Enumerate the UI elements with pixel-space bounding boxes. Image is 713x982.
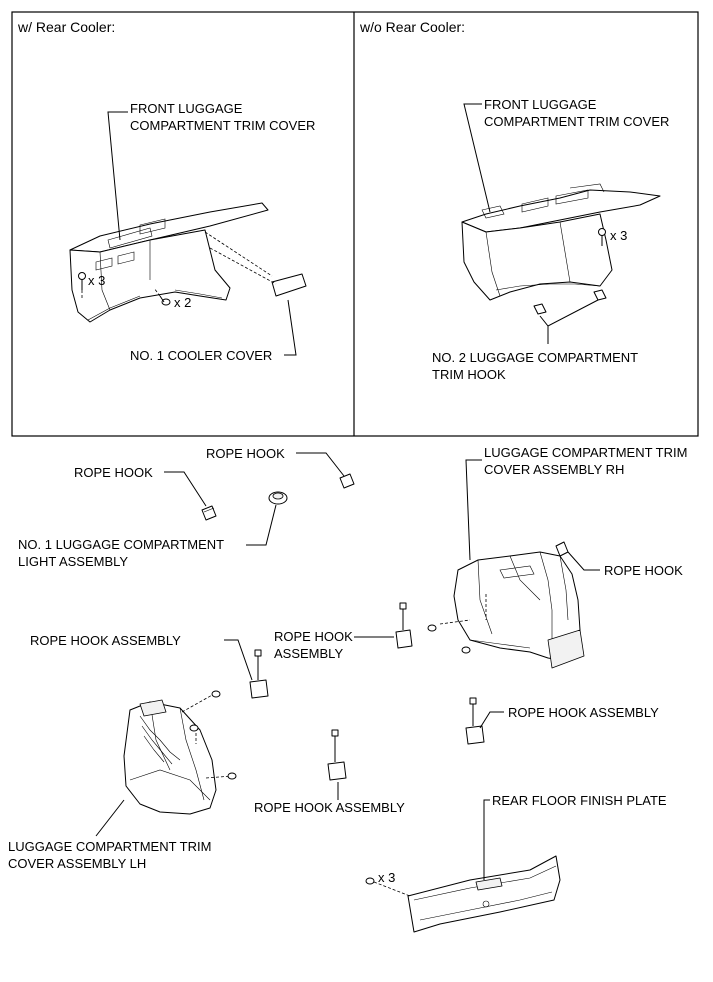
trim-cover-rh-part <box>453 551 585 669</box>
rope-hook-part <box>339 473 355 489</box>
rope-hook-asm-label-4: ROPE HOOK ASSEMBLY <box>254 800 405 815</box>
rope-hook-asm-label-1: ROPE HOOK ASSEMBLY <box>30 633 181 648</box>
light-assembly-part <box>268 491 288 505</box>
rope-hook-assembly-part <box>327 729 347 781</box>
cooler-cover-part <box>271 273 307 297</box>
front-trim-cover-without-cooler <box>461 183 661 301</box>
trim-lh-label-line1: LUGGAGE COMPARTMENT TRIM <box>8 839 211 854</box>
finish-plate-label: REAR FLOOR FINISH PLATE <box>492 793 667 808</box>
clip-icon <box>598 228 606 246</box>
rope-hook-asm-label-3: ROPE HOOK ASSEMBLY <box>508 705 659 720</box>
clip-icon <box>365 877 411 897</box>
trim-hook-label-line1: NO. 2 LUGGAGE COMPARTMENT <box>432 350 638 365</box>
trim-hook-label-line2: TRIM HOOK <box>432 367 506 382</box>
light-assembly-label-line2: LIGHT ASSEMBLY <box>18 554 128 569</box>
rope-hook-label-2: ROPE HOOK <box>206 446 285 461</box>
trim-cover-lh-part <box>123 699 217 815</box>
clip-icon <box>427 624 471 654</box>
rope-hook-label-3: ROPE HOOK <box>604 563 683 578</box>
trim-rh-label-line2: COVER ASSEMBLY RH <box>484 462 624 477</box>
cooler-cover-label: NO. 1 COOLER COVER <box>130 348 272 363</box>
trim-lh-label-line2: COVER ASSEMBLY LH <box>8 856 146 871</box>
rear-floor-finish-plate-part <box>407 855 561 933</box>
qty-x2-label: x 2 <box>174 295 191 310</box>
clip-icon <box>189 690 237 780</box>
panel-title-without-cooler: w/o Rear Cooler: <box>359 19 465 35</box>
rope-hook-asm-label-2b: ASSEMBLY <box>274 646 343 661</box>
screw-icon <box>153 287 171 306</box>
rope-hook-assembly-part <box>395 602 413 649</box>
qty-x3-label-c: x 3 <box>378 870 395 885</box>
trim-hook-part <box>533 289 607 315</box>
front-trim-cover-label-line1: FRONT LUGGAGE <box>130 101 243 116</box>
rope-hook-asm-label-2a: ROPE HOOK <box>274 629 353 644</box>
rope-hook-label-1: ROPE HOOK <box>74 465 153 480</box>
qty-x3-label: x 3 <box>88 273 105 288</box>
rope-hook-assembly-part <box>465 697 485 745</box>
front-trim-cover-label-line2: COMPARTMENT TRIM COVER <box>130 118 315 133</box>
front-trim-cover-b-label-line1: FRONT LUGGAGE <box>484 97 597 112</box>
front-trim-cover-b-label-line2: COMPARTMENT TRIM COVER <box>484 114 669 129</box>
panel-title-with-cooler: w/ Rear Cooler: <box>17 19 115 35</box>
qty-x3-label-b: x 3 <box>610 228 627 243</box>
variant-frame <box>11 11 699 437</box>
trim-rh-label-line1: LUGGAGE COMPARTMENT TRIM <box>484 445 687 460</box>
light-assembly-label-line1: NO. 1 LUGGAGE COMPARTMENT <box>18 537 224 552</box>
clip-icon <box>78 272 86 300</box>
rope-hook-assembly-part <box>249 649 269 699</box>
rope-hook-part <box>201 505 217 521</box>
rope-hook-part <box>555 541 569 557</box>
